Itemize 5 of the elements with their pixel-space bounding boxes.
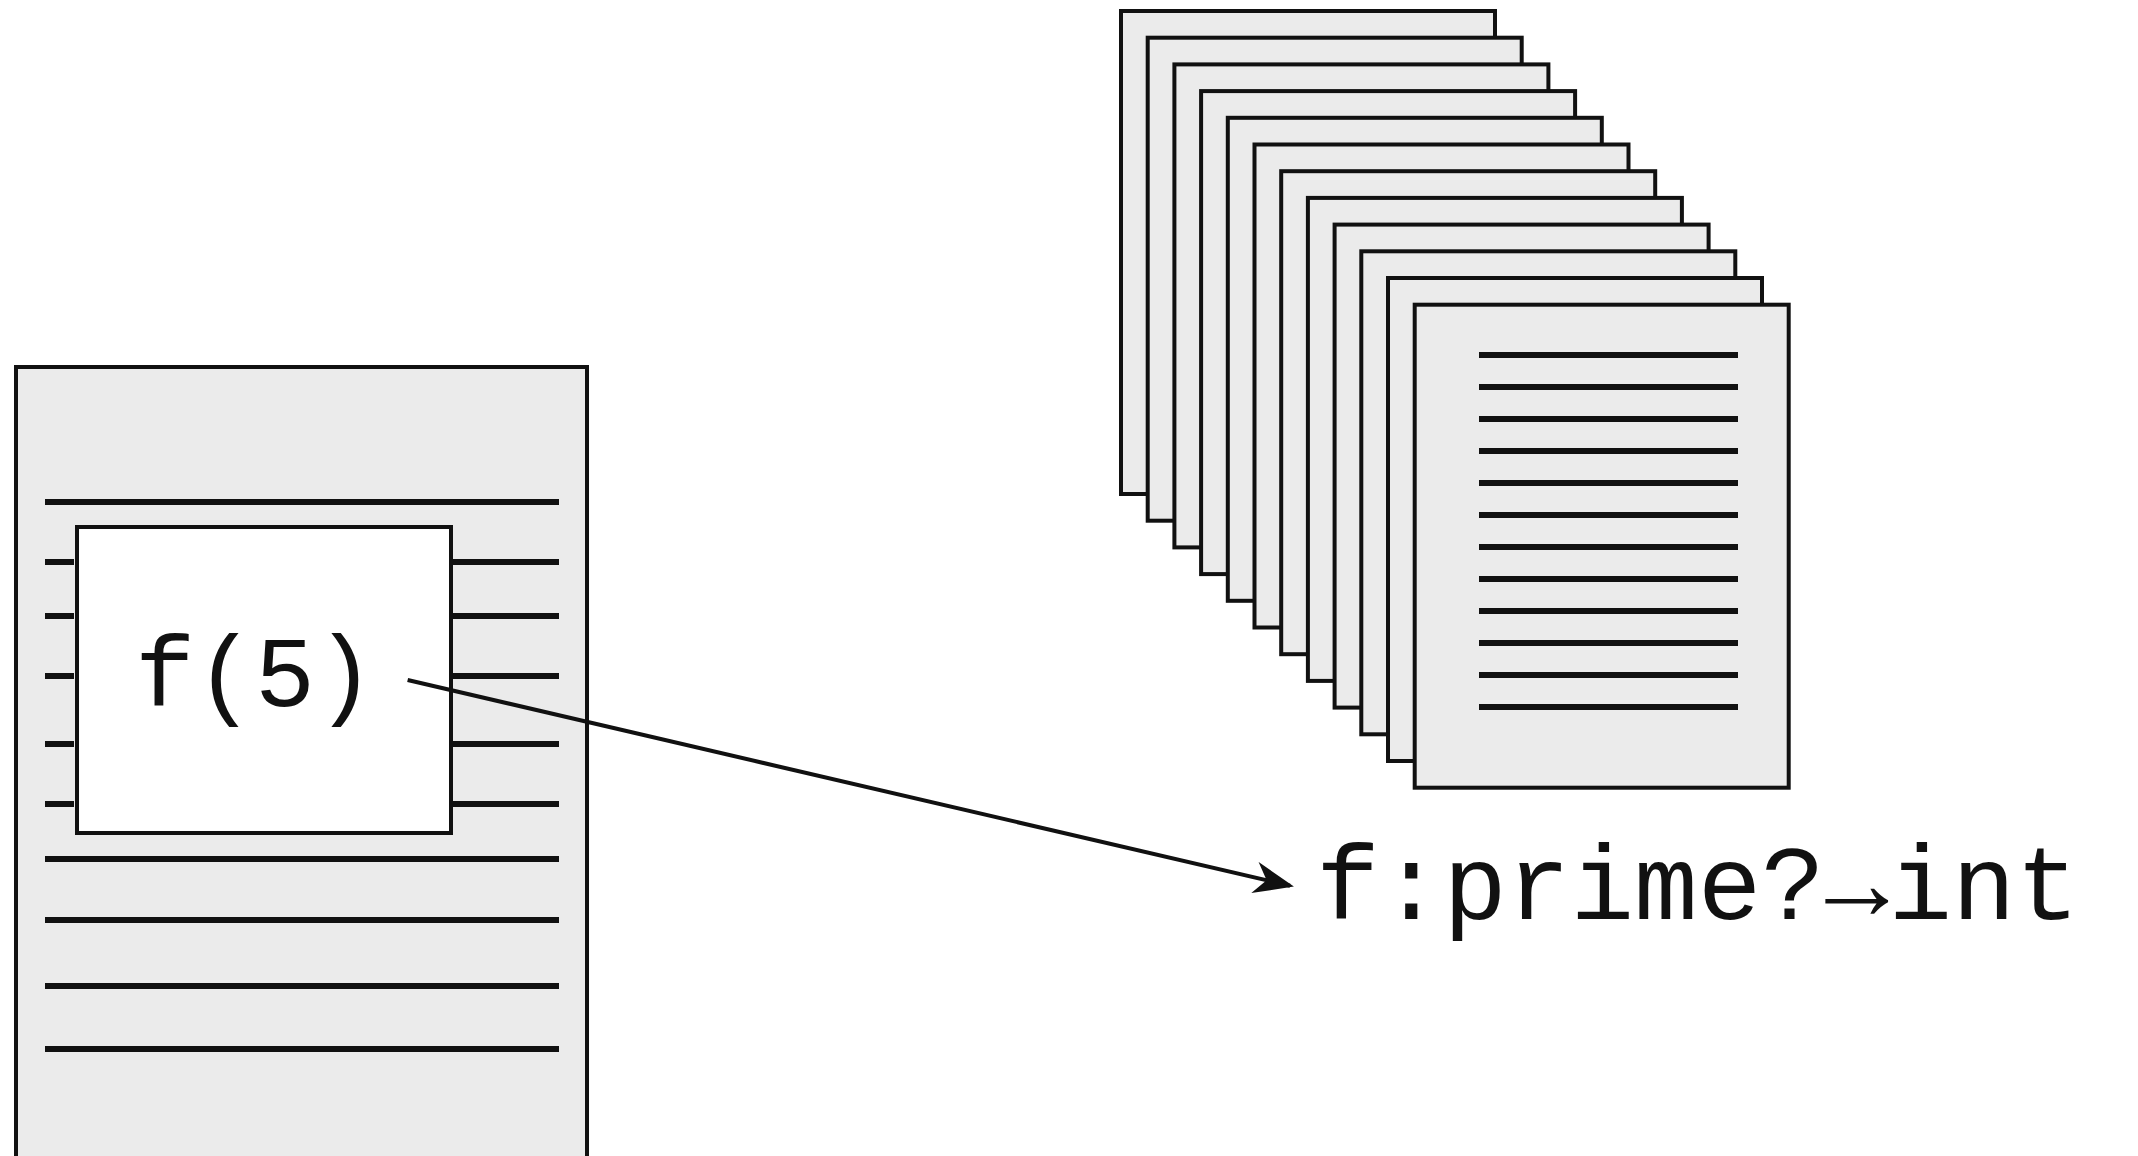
type-signature: f:prime?→int — [1316, 838, 2080, 944]
function-call-text: f(5) — [135, 630, 376, 730]
document-page — [14, 365, 589, 1156]
call-box — [75, 525, 453, 835]
arrow — [407, 678, 1294, 894]
